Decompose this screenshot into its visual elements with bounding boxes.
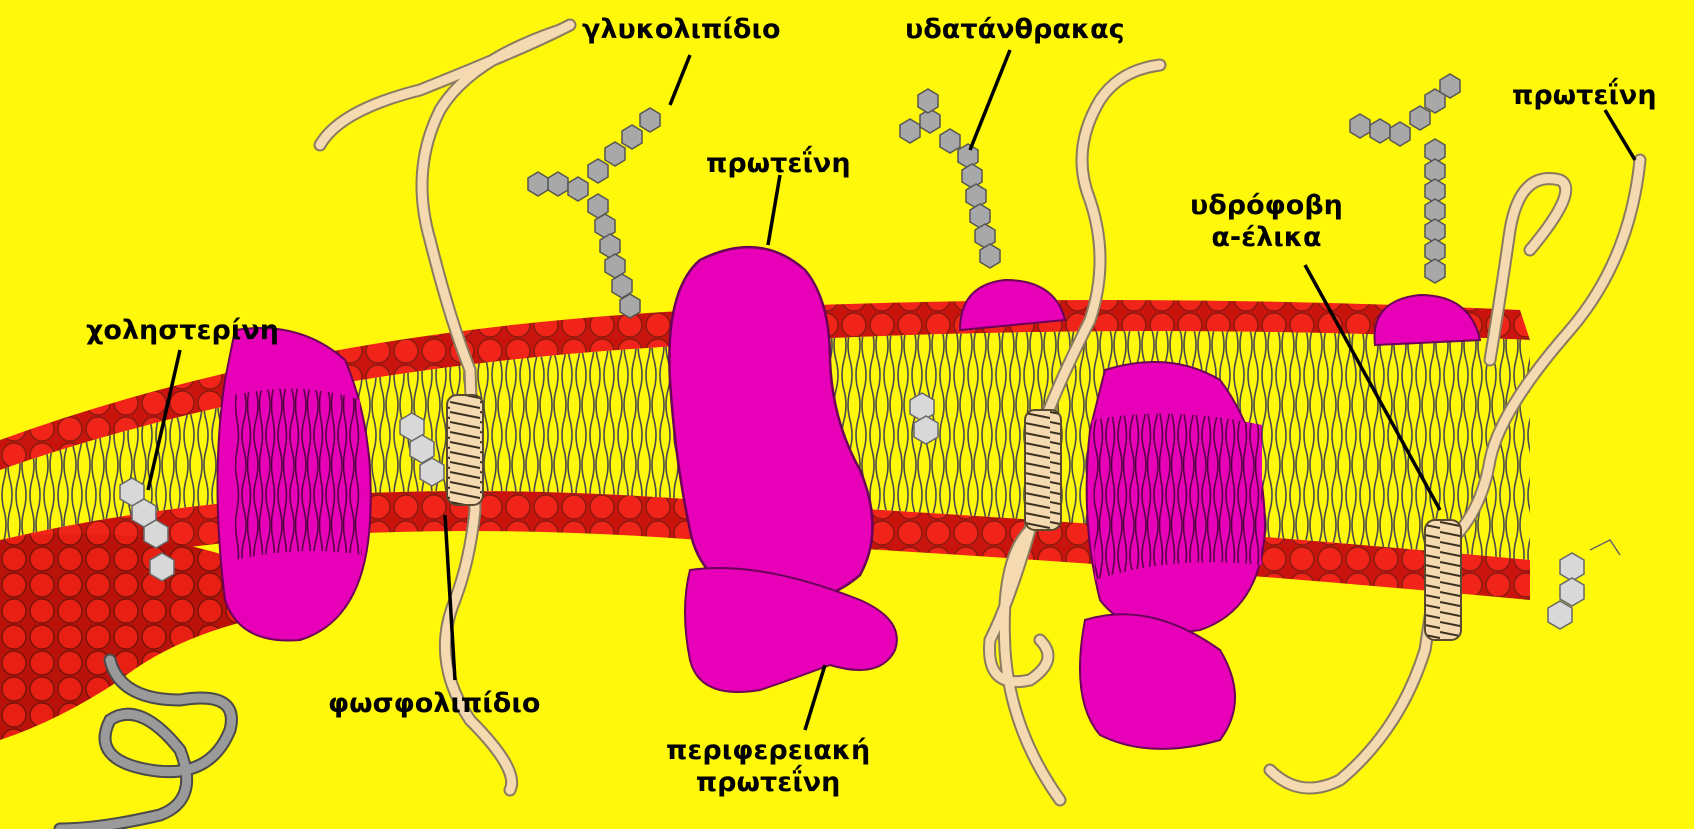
helix-segment-middle <box>1025 410 1061 530</box>
label-hydrophobic-line1: υδρόφοβη <box>1190 190 1343 222</box>
glycolipid-sugar-chain <box>528 108 660 318</box>
label-peripheral-protein: περιφερειακή πρωτεΐνη <box>666 735 870 800</box>
leader-protein-center <box>768 175 780 245</box>
label-peripheral-line2: πρωτεΐνη <box>666 767 870 799</box>
integral-protein-left-core <box>235 389 362 560</box>
surface-protein-mid <box>960 280 1065 330</box>
label-protein-top-right: πρωτεΐνη <box>1512 80 1657 112</box>
helix-segment-left <box>447 395 483 505</box>
leader-glycolipid <box>670 55 690 105</box>
surface-protein-right <box>1375 295 1480 345</box>
leader-peripheral <box>805 665 825 730</box>
integral-protein-right-core <box>1092 414 1262 580</box>
peripheral-blob-right <box>1080 614 1235 749</box>
carbohydrate-chain-right <box>1350 74 1460 283</box>
label-glycolipid: γλυκολιπίδιο <box>582 14 781 46</box>
cholesterol-molecule-right <box>1548 540 1620 629</box>
peripheral-protein <box>685 568 897 692</box>
leader-carbohydrate <box>970 50 1010 150</box>
leader-protein-top-right <box>1605 110 1635 160</box>
label-phospholipid: φωσφολιπίδιο <box>328 688 540 720</box>
label-hydrophobic-line2: α-έλικα <box>1190 222 1343 254</box>
label-protein-center: πρωτεΐνη <box>706 148 851 180</box>
label-hydrophobic-alpha-helix: υδρόφοβη α-έλικα <box>1190 190 1343 255</box>
label-peripheral-line1: περιφερειακή <box>666 735 870 767</box>
label-cholesterol: χοληστερίνη <box>86 315 279 347</box>
helix-segment-right <box>1425 520 1461 640</box>
label-carbohydrate: υδατάνθρακας <box>905 14 1125 46</box>
